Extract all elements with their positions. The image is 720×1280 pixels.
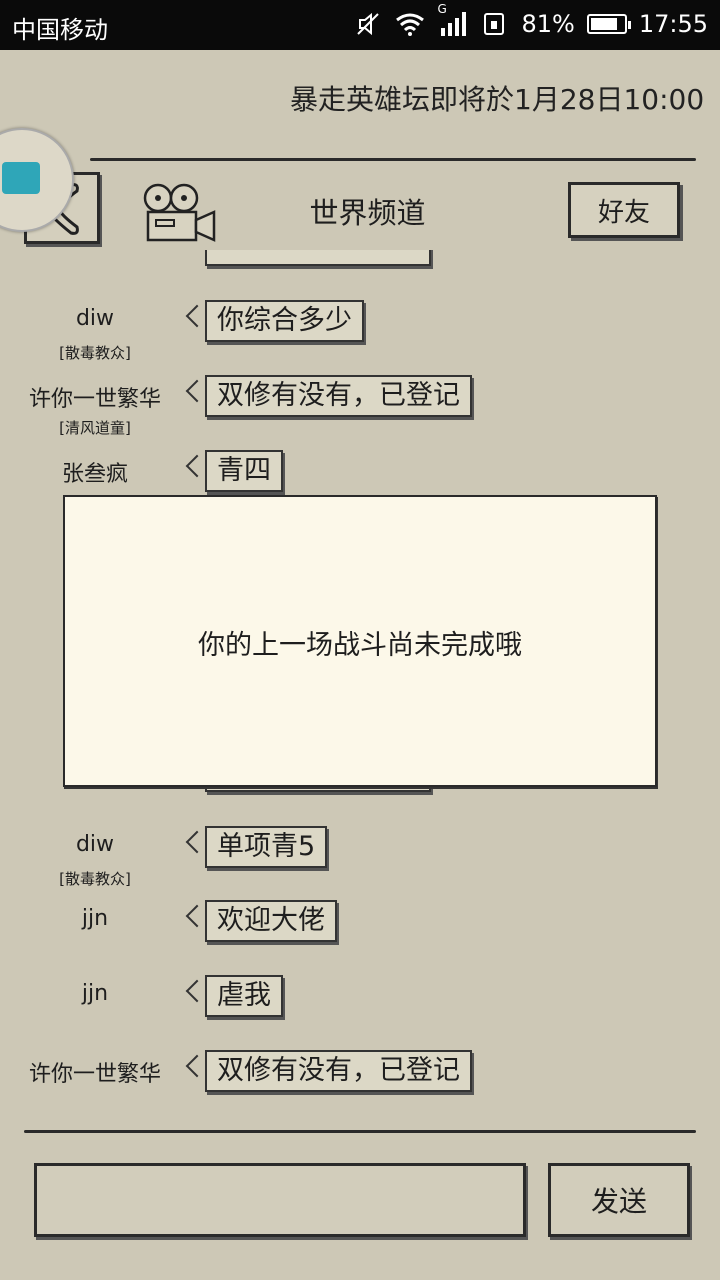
send-button[interactable]: 发送 [548, 1163, 690, 1237]
header-divider [90, 158, 696, 161]
sender-name[interactable]: diw [75, 306, 115, 331]
chat-message: jjn 欢迎大佬 [0, 900, 720, 970]
sender-name[interactable]: jjn [81, 981, 109, 1006]
chat-message: diw [散毒教众] 单项青5 [0, 826, 720, 896]
carrier-name: 中国移动 [12, 16, 108, 44]
chat-message: 许你一世繁华 双修有没有，已登记 [0, 1050, 720, 1120]
sim-icon [479, 10, 509, 38]
sender-name[interactable]: jjn [81, 906, 109, 931]
message-bubble: 你综合多少 [205, 300, 364, 342]
mute-icon [353, 10, 383, 38]
message-bubble: 青四 [205, 450, 283, 492]
status-bar: 中国移动 G 81% 17:55 [0, 0, 720, 50]
dialog-message: 你的上一场战斗尚未完成哦 [198, 630, 522, 661]
sender-tag: [散毒教众] [59, 870, 131, 888]
wifi-icon [395, 10, 425, 38]
assistant-icon [2, 162, 40, 194]
notice-dialog[interactable]: 你的上一场战斗尚未完成哦 [63, 495, 657, 787]
announcement-marquee: 暴走英雄坛即将於1月28日10:00 [290, 83, 705, 116]
movie-camera-icon[interactable] [140, 180, 220, 246]
sender-tag: [清风道童] [59, 419, 131, 437]
message-bubble: 双修有没有，已登记 [205, 375, 472, 417]
chat-message: 许你一世繁华 [清风道童] 双修有没有，已登记 [0, 375, 720, 445]
sender-tag: [散毒教众] [59, 344, 131, 362]
battery-icon [586, 14, 631, 34]
signal-icon: G [437, 2, 467, 38]
chat-message-cutoff [0, 250, 720, 292]
clock: 17:55 [638, 10, 708, 38]
channel-title: 世界频道 [309, 196, 426, 230]
friends-button[interactable]: 好友 [568, 182, 680, 238]
sender-name[interactable]: 张叁疯 [61, 462, 128, 487]
sender-name[interactable]: 许你一世繁华 [28, 387, 161, 412]
chat-message: jjn 虐我 [0, 975, 720, 1045]
message-bubble: 双修有没有，已登记 [205, 1050, 472, 1092]
message-bubble: 欢迎大佬 [205, 900, 337, 942]
chat-input[interactable] [34, 1163, 526, 1237]
message-bubble: 单项青5 [205, 826, 328, 868]
chat-message: diw [散毒教众] 你综合多少 [0, 300, 720, 370]
message-bubble [205, 250, 431, 266]
sender-name[interactable]: 许你一世繁华 [28, 1062, 161, 1087]
status-icons: G 81% 17:55 [353, 2, 708, 38]
message-bubble: 虐我 [205, 975, 283, 1017]
chat-list[interactable]: diw [散毒教众] 你综合多少 许你一世繁华 [清风道童] 双修有没有，已登记… [0, 250, 720, 1128]
chat-message: 张叁疯 青四 [0, 450, 720, 520]
footer-divider [24, 1130, 696, 1133]
network-type: G [437, 2, 447, 16]
sender-name[interactable]: diw [75, 832, 115, 857]
battery-percent: 81% [521, 10, 575, 38]
